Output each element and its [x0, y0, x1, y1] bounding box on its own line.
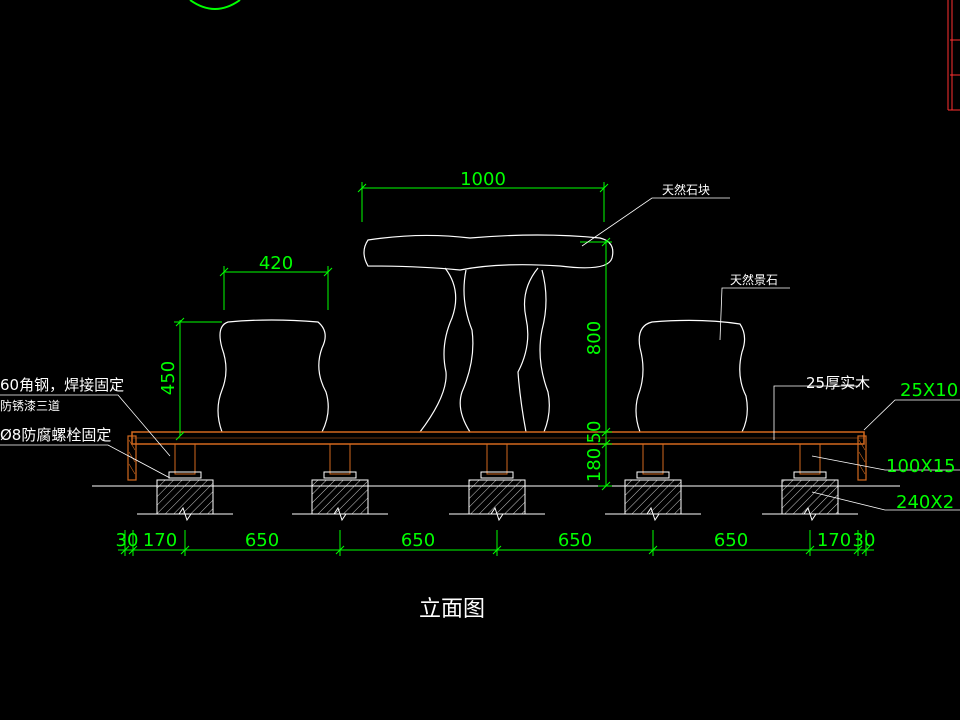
break-line	[292, 506, 388, 522]
break-line	[137, 506, 233, 522]
annotation-size-25x10: 25X10	[900, 380, 958, 401]
dimension-label-50: 50	[584, 421, 605, 444]
dimension-bottom-label: 650	[558, 530, 592, 551]
concrete-footing	[624, 479, 682, 515]
end-board-right	[857, 435, 867, 481]
concrete-footing	[156, 479, 214, 515]
dimension-bottom-label: 170	[817, 530, 851, 551]
end-board-left	[127, 435, 137, 481]
dimension-label-420: 420	[259, 253, 293, 274]
stone-table-leg-inner-left	[459, 269, 474, 433]
dimension-label-1000: 1000	[460, 169, 506, 190]
steel-plate	[168, 471, 202, 479]
support-5	[762, 443, 858, 522]
annotation-anti-rust: 防锈漆三道	[0, 398, 60, 413]
dimension-bottom-ticks	[120, 530, 871, 556]
dimension-slash	[335, 545, 345, 555]
support-post	[799, 443, 821, 475]
break-line	[605, 506, 701, 522]
stone-table-leg-left	[419, 267, 457, 433]
dimension-stool-width	[219, 266, 333, 310]
dimension-label-450: 450	[158, 361, 179, 395]
dimension-bottom-label: 170	[143, 530, 177, 551]
dimension-bottom-label: 650	[245, 530, 279, 551]
frame-fragment	[947, 0, 960, 111]
dimension-slash	[853, 545, 863, 555]
dimension-bottom-label: 30	[853, 530, 876, 551]
support-post	[486, 443, 508, 475]
stone-table-top	[363, 234, 614, 271]
annotation-bolt: Ø8防腐螺栓固定	[0, 426, 111, 444]
dimension-table-height	[580, 237, 612, 491]
dimension-bottom-label: 30	[116, 530, 139, 551]
annotation-solid-wood: 25厚实木	[806, 374, 870, 392]
stone-table-leg-inner-right	[517, 267, 539, 433]
dimension-slash	[128, 545, 138, 555]
concrete-footing	[468, 479, 526, 515]
steel-plate	[793, 471, 827, 479]
dimension-slash	[492, 545, 502, 555]
dimension-slash	[120, 545, 130, 555]
annotation-angle-steel: 60角钢，焊接固定	[0, 376, 124, 394]
stone-table-leg-right	[539, 269, 550, 433]
steel-plate	[480, 471, 514, 479]
break-line	[762, 506, 858, 522]
dimension-stool-height	[174, 317, 222, 441]
concrete-footing	[781, 479, 839, 515]
dimension-slash	[180, 545, 190, 555]
support-group	[137, 443, 858, 522]
steel-plate	[636, 471, 670, 479]
stone-stool-left	[217, 319, 329, 433]
support-2	[292, 443, 388, 522]
dimension-table-top	[357, 182, 609, 222]
break-line	[449, 506, 545, 522]
dimension-bottom-label: 650	[401, 530, 435, 551]
dimension-slash	[861, 545, 871, 555]
partial-arc	[189, 0, 241, 10]
annotation-landscape-stone: 天然景石	[730, 272, 778, 287]
drawing-title: 立面图	[419, 597, 485, 622]
dimension-label-180: 180	[584, 448, 605, 482]
support-post	[642, 443, 664, 475]
support-1	[137, 443, 233, 522]
dimension-slash	[805, 545, 815, 555]
support-post	[329, 443, 351, 475]
annotation-size-100x15: 100X15	[886, 456, 956, 477]
steel-plate	[323, 471, 357, 479]
support-3	[449, 443, 545, 522]
concrete-footing	[311, 479, 369, 515]
dimension-slash	[648, 545, 658, 555]
leader-lines	[0, 197, 960, 511]
support-4	[605, 443, 701, 522]
dimension-bottom-label: 650	[714, 530, 748, 551]
dimension-label-800: 800	[584, 321, 605, 355]
annotation-stone-block: 天然石块	[662, 182, 710, 197]
annotation-size-240x2: 240X2	[896, 492, 954, 513]
support-post	[174, 443, 196, 475]
stone-stool-right	[635, 319, 748, 433]
